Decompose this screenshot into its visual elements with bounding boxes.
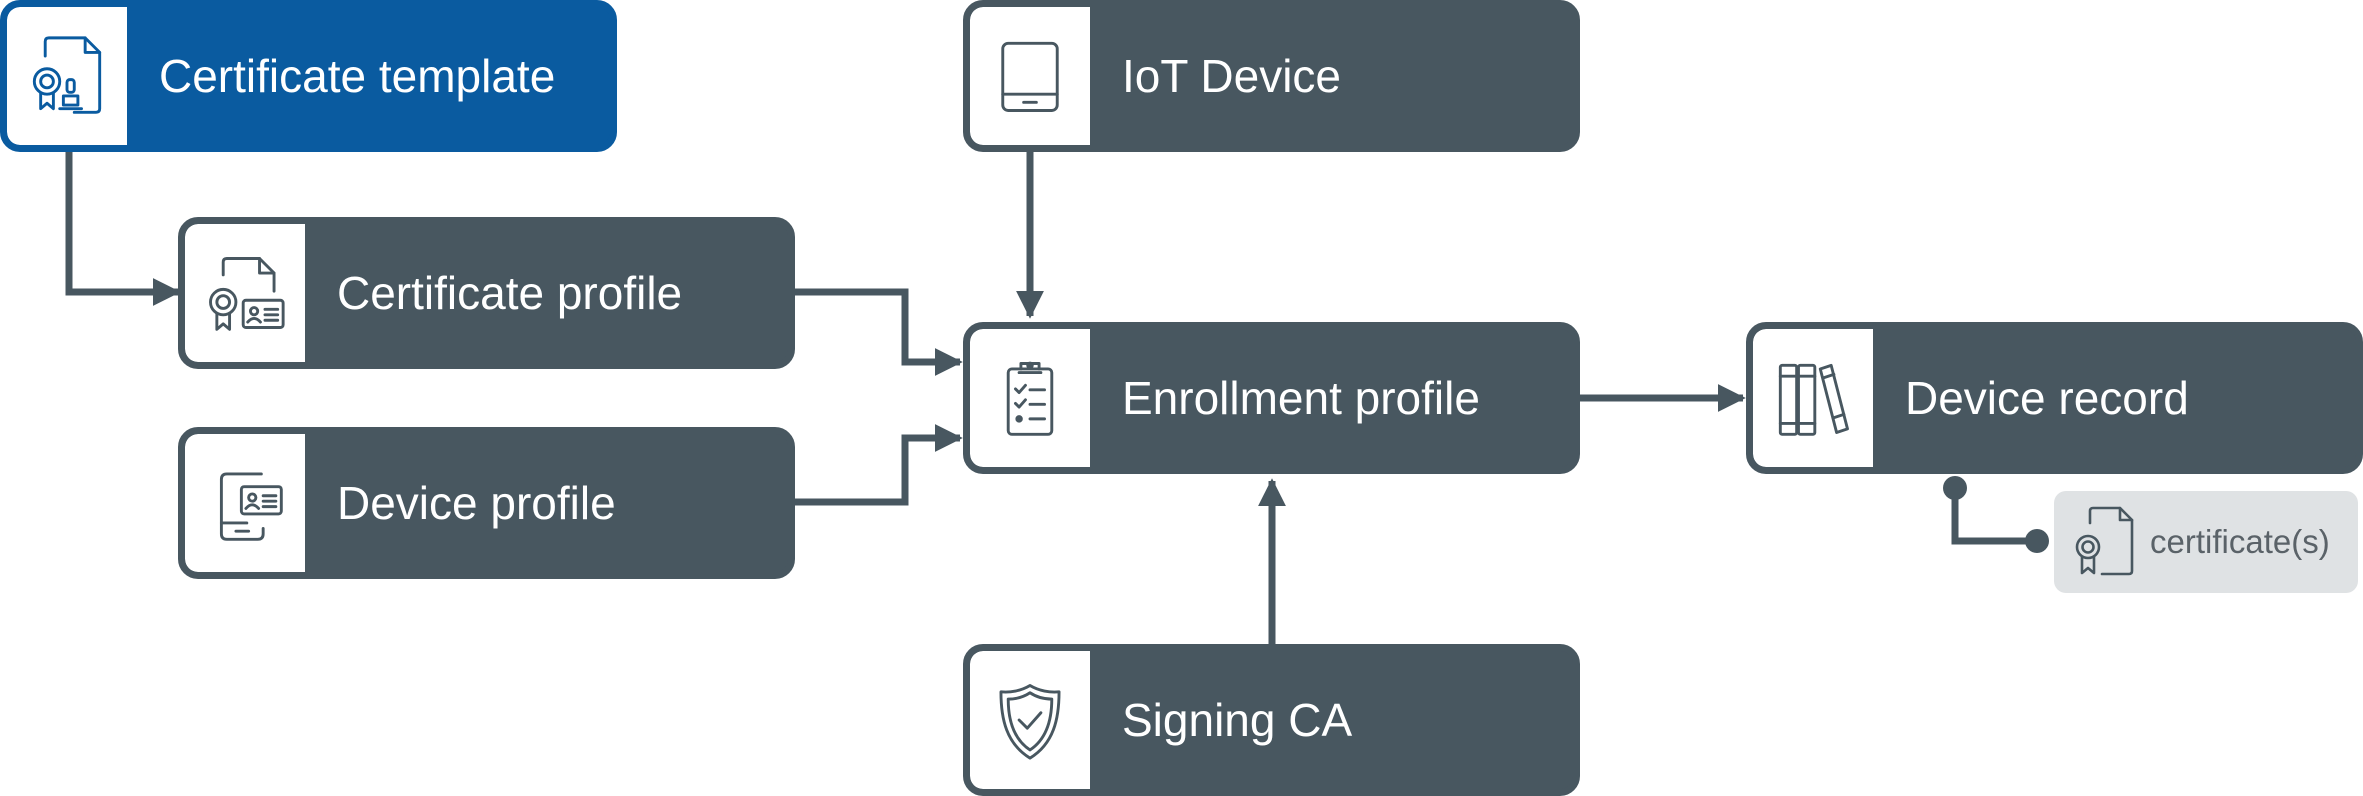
certificate-template-node[interactable]: Certificate template [0, 0, 617, 152]
certificate-profile-label: Certificate profile [337, 267, 683, 319]
signing-ca-label: Signing CA [1122, 694, 1353, 746]
certificate-badge[interactable]: certificate(s) [2054, 491, 2358, 593]
certificate-profile-node[interactable]: Certificate profile [178, 217, 795, 369]
enrollment-profile-label: Enrollment profile [1122, 372, 1480, 424]
connector-dot-start [1943, 476, 1967, 500]
certificate-label: certificate(s) [2150, 523, 2330, 560]
device-record-node[interactable]: Device record [1746, 322, 2363, 474]
enrollment-profile-node[interactable]: Enrollment profile [963, 322, 1580, 474]
iot-device-label: IoT Device [1122, 50, 1342, 102]
tablet-icon [970, 7, 1090, 145]
device-profile-node[interactable]: Device profile [178, 427, 795, 579]
certificate-template-label: Certificate template [159, 50, 556, 102]
connector-cert-profile-to-enrollment [793, 288, 963, 376]
iot-device-node[interactable]: IoT Device [963, 0, 1580, 152]
connector-device-profile-to-enrollment [793, 424, 963, 506]
connector-dot-end [2025, 529, 2049, 553]
device-record-label: Device record [1905, 372, 2189, 424]
connector-device-record-to-certificate [1951, 488, 2036, 545]
books-icon [1753, 329, 1873, 467]
shield-check-icon [970, 651, 1090, 789]
certificate-document-icon [2075, 506, 2134, 576]
tablet-id-card-icon [185, 434, 305, 572]
clipboard-checklist-icon [970, 329, 1090, 467]
certificate-stamp-icon [7, 7, 127, 145]
signing-ca-node[interactable]: Signing CA [963, 644, 1580, 796]
device-profile-label: Device profile [337, 477, 616, 529]
certificate-id-card-icon [185, 224, 305, 362]
connector-template-to-cert-profile [65, 150, 181, 306]
